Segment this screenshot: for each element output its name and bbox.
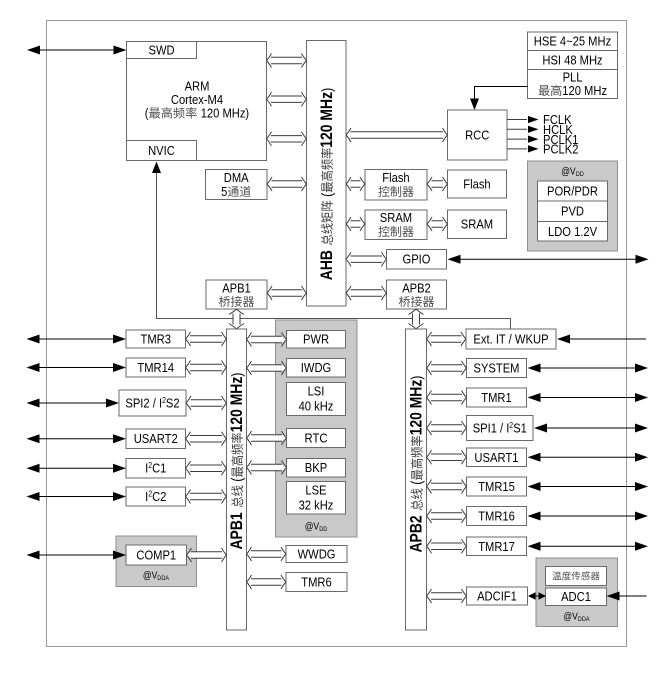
svg-text:S1: S1 <box>513 421 527 436</box>
svg-text:DDA: DDA <box>157 575 169 582</box>
svg-text:FCLK: FCLK <box>543 112 572 127</box>
svg-text:USART2: USART2 <box>134 431 178 446</box>
svg-text:SWD: SWD <box>149 43 175 58</box>
svg-text:PWR: PWR <box>303 332 329 347</box>
svg-text:IWDG: IWDG <box>301 360 331 375</box>
svg-text:PCLK2: PCLK2 <box>543 142 578 157</box>
svg-text:USART1: USART1 <box>474 450 518 465</box>
svg-text:POR/PDR: POR/PDR <box>547 184 598 199</box>
svg-text:ADCIF1: ADCIF1 <box>477 589 517 604</box>
svg-text:S2: S2 <box>166 396 180 411</box>
svg-text:LDO 1.2V: LDO 1.2V <box>548 224 597 239</box>
svg-text:GPIO: GPIO <box>403 252 431 267</box>
svg-text:SPI2 / I: SPI2 / I <box>125 396 162 411</box>
svg-text:TMR16: TMR16 <box>478 509 515 524</box>
svg-text:SRAM: SRAM <box>380 210 412 225</box>
svg-text:BKP: BKP <box>305 460 327 475</box>
svg-text:APB2: APB2 <box>402 281 431 296</box>
svg-text:Ext. IT / WKUP: Ext. IT / WKUP <box>473 332 548 347</box>
svg-text:AHB: AHB <box>318 250 336 280</box>
svg-text:2: 2 <box>509 421 513 430</box>
svg-text:RTC: RTC <box>305 431 328 446</box>
svg-text:APB2: APB2 <box>408 515 426 552</box>
svg-text:Cortex-M4: Cortex-M4 <box>171 92 223 107</box>
svg-text:2: 2 <box>148 490 152 499</box>
svg-text:(: ( <box>410 480 426 484</box>
svg-text:NVIC: NVIC <box>148 143 175 158</box>
svg-text:5: 5 <box>221 184 227 199</box>
svg-text:DMA: DMA <box>224 170 249 185</box>
svg-text:Flash: Flash <box>382 170 409 185</box>
svg-text:PLL: PLL <box>563 70 583 85</box>
svg-text:@V: @V <box>305 522 320 533</box>
svg-text:APB1: APB1 <box>228 512 246 549</box>
svg-text:C2: C2 <box>152 489 166 504</box>
svg-text:SRAM: SRAM <box>461 217 493 232</box>
svg-text:ADC1: ADC1 <box>561 589 591 604</box>
svg-text:COMP1: COMP1 <box>136 548 176 563</box>
svg-text:120 MHz): 120 MHz) <box>201 106 249 121</box>
svg-text:120 MHz: 120 MHz <box>562 83 607 98</box>
svg-text:40 kHz: 40 kHz <box>299 399 334 414</box>
svg-text:): ) <box>410 376 426 380</box>
svg-text:TMR15: TMR15 <box>478 479 515 494</box>
svg-text:120 MHz: 120 MHz <box>318 92 336 148</box>
svg-text:@V: @V <box>563 612 578 623</box>
svg-text:TMR3: TMR3 <box>141 332 171 347</box>
svg-text:HSI 48 MHz: HSI 48 MHz <box>542 53 602 68</box>
svg-text:HSE 4~25 MHz: HSE 4~25 MHz <box>534 34 611 49</box>
svg-text:TMR14: TMR14 <box>137 360 174 375</box>
svg-text:PVD: PVD <box>561 204 584 219</box>
svg-text:2: 2 <box>162 396 166 405</box>
svg-text:2: 2 <box>148 461 152 470</box>
svg-text:HCLK: HCLK <box>543 122 573 137</box>
svg-text:RCC: RCC <box>465 128 489 143</box>
svg-text:120 MHz: 120 MHz <box>228 377 246 433</box>
svg-text:LSE: LSE <box>305 483 326 498</box>
svg-text:120 MHz: 120 MHz <box>408 380 426 436</box>
svg-text:PCLK1: PCLK1 <box>543 132 578 147</box>
svg-text:SPI1 / I: SPI1 / I <box>473 421 510 436</box>
svg-text:DD: DD <box>576 171 584 178</box>
svg-text:APB1: APB1 <box>222 281 251 296</box>
svg-text:WWDG: WWDG <box>298 547 336 562</box>
svg-text:SYSTEM: SYSTEM <box>474 361 520 376</box>
svg-text:LSI: LSI <box>308 384 325 399</box>
svg-text:@V: @V <box>143 571 158 582</box>
svg-text:C1: C1 <box>152 461 166 476</box>
svg-text:TMR6: TMR6 <box>301 575 331 590</box>
svg-text:Flash: Flash <box>463 177 490 192</box>
svg-text:DD: DD <box>319 526 327 533</box>
svg-text:): ) <box>230 373 246 377</box>
svg-text:(: ( <box>145 106 149 121</box>
svg-text:(: ( <box>320 193 336 197</box>
svg-text:ARM: ARM <box>185 79 210 94</box>
svg-text:): ) <box>320 88 336 92</box>
svg-text:@V: @V <box>561 167 576 178</box>
svg-text:TMR17: TMR17 <box>478 539 515 554</box>
svg-text:DDA: DDA <box>578 616 590 623</box>
svg-text:(: ( <box>230 477 246 481</box>
svg-text:32 kHz: 32 kHz <box>299 498 334 513</box>
svg-text:TMR1: TMR1 <box>481 390 511 405</box>
svg-text:I: I <box>145 461 148 476</box>
svg-text:I: I <box>145 489 148 504</box>
